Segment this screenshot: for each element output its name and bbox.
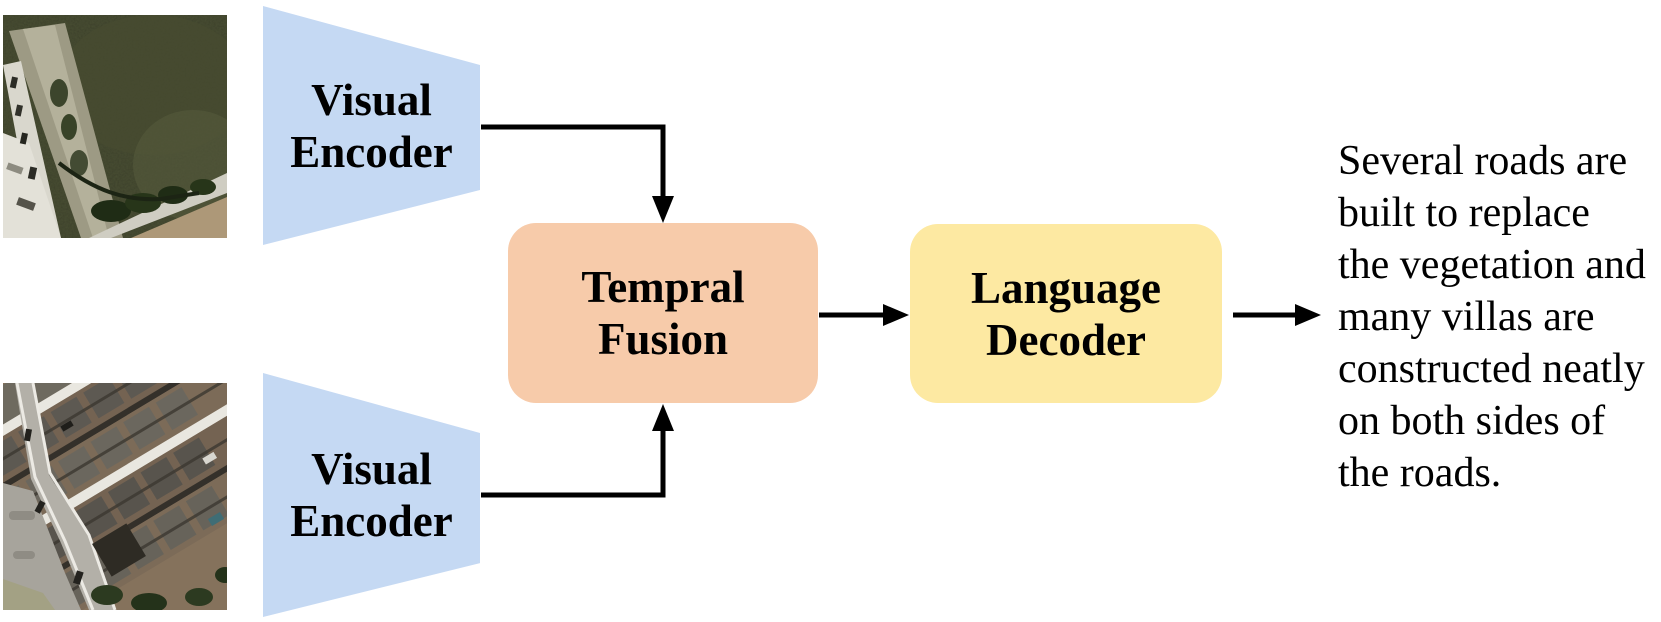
node-language-decoder: Language Decoder	[910, 224, 1222, 403]
temporal-fusion-label: Tempral Fusion	[581, 262, 745, 364]
visual-encoder-bottom-label: Visual Encoder	[290, 444, 453, 546]
visual-encoder-top-label: Visual Encoder	[290, 74, 453, 177]
arrow-bottom-encoder-to-fusion-icon	[481, 404, 674, 498]
satellite-image-before	[3, 15, 227, 238]
arrow-decoder-to-caption-icon	[1233, 304, 1321, 326]
language-decoder-label: Language Decoder	[970, 262, 1162, 365]
node-visual-encoder-bottom: Visual Encoder	[263, 373, 480, 617]
arrow-fusion-to-decoder-icon	[819, 304, 909, 326]
output-caption: Several roads are built to replace the v…	[1338, 138, 1646, 496]
node-visual-encoder-top: Visual Encoder	[263, 6, 480, 245]
node-temporal-fusion: Tempral Fusion	[508, 223, 818, 403]
satellite-image-after	[3, 383, 227, 610]
arrow-top-encoder-to-fusion-icon	[481, 124, 674, 223]
